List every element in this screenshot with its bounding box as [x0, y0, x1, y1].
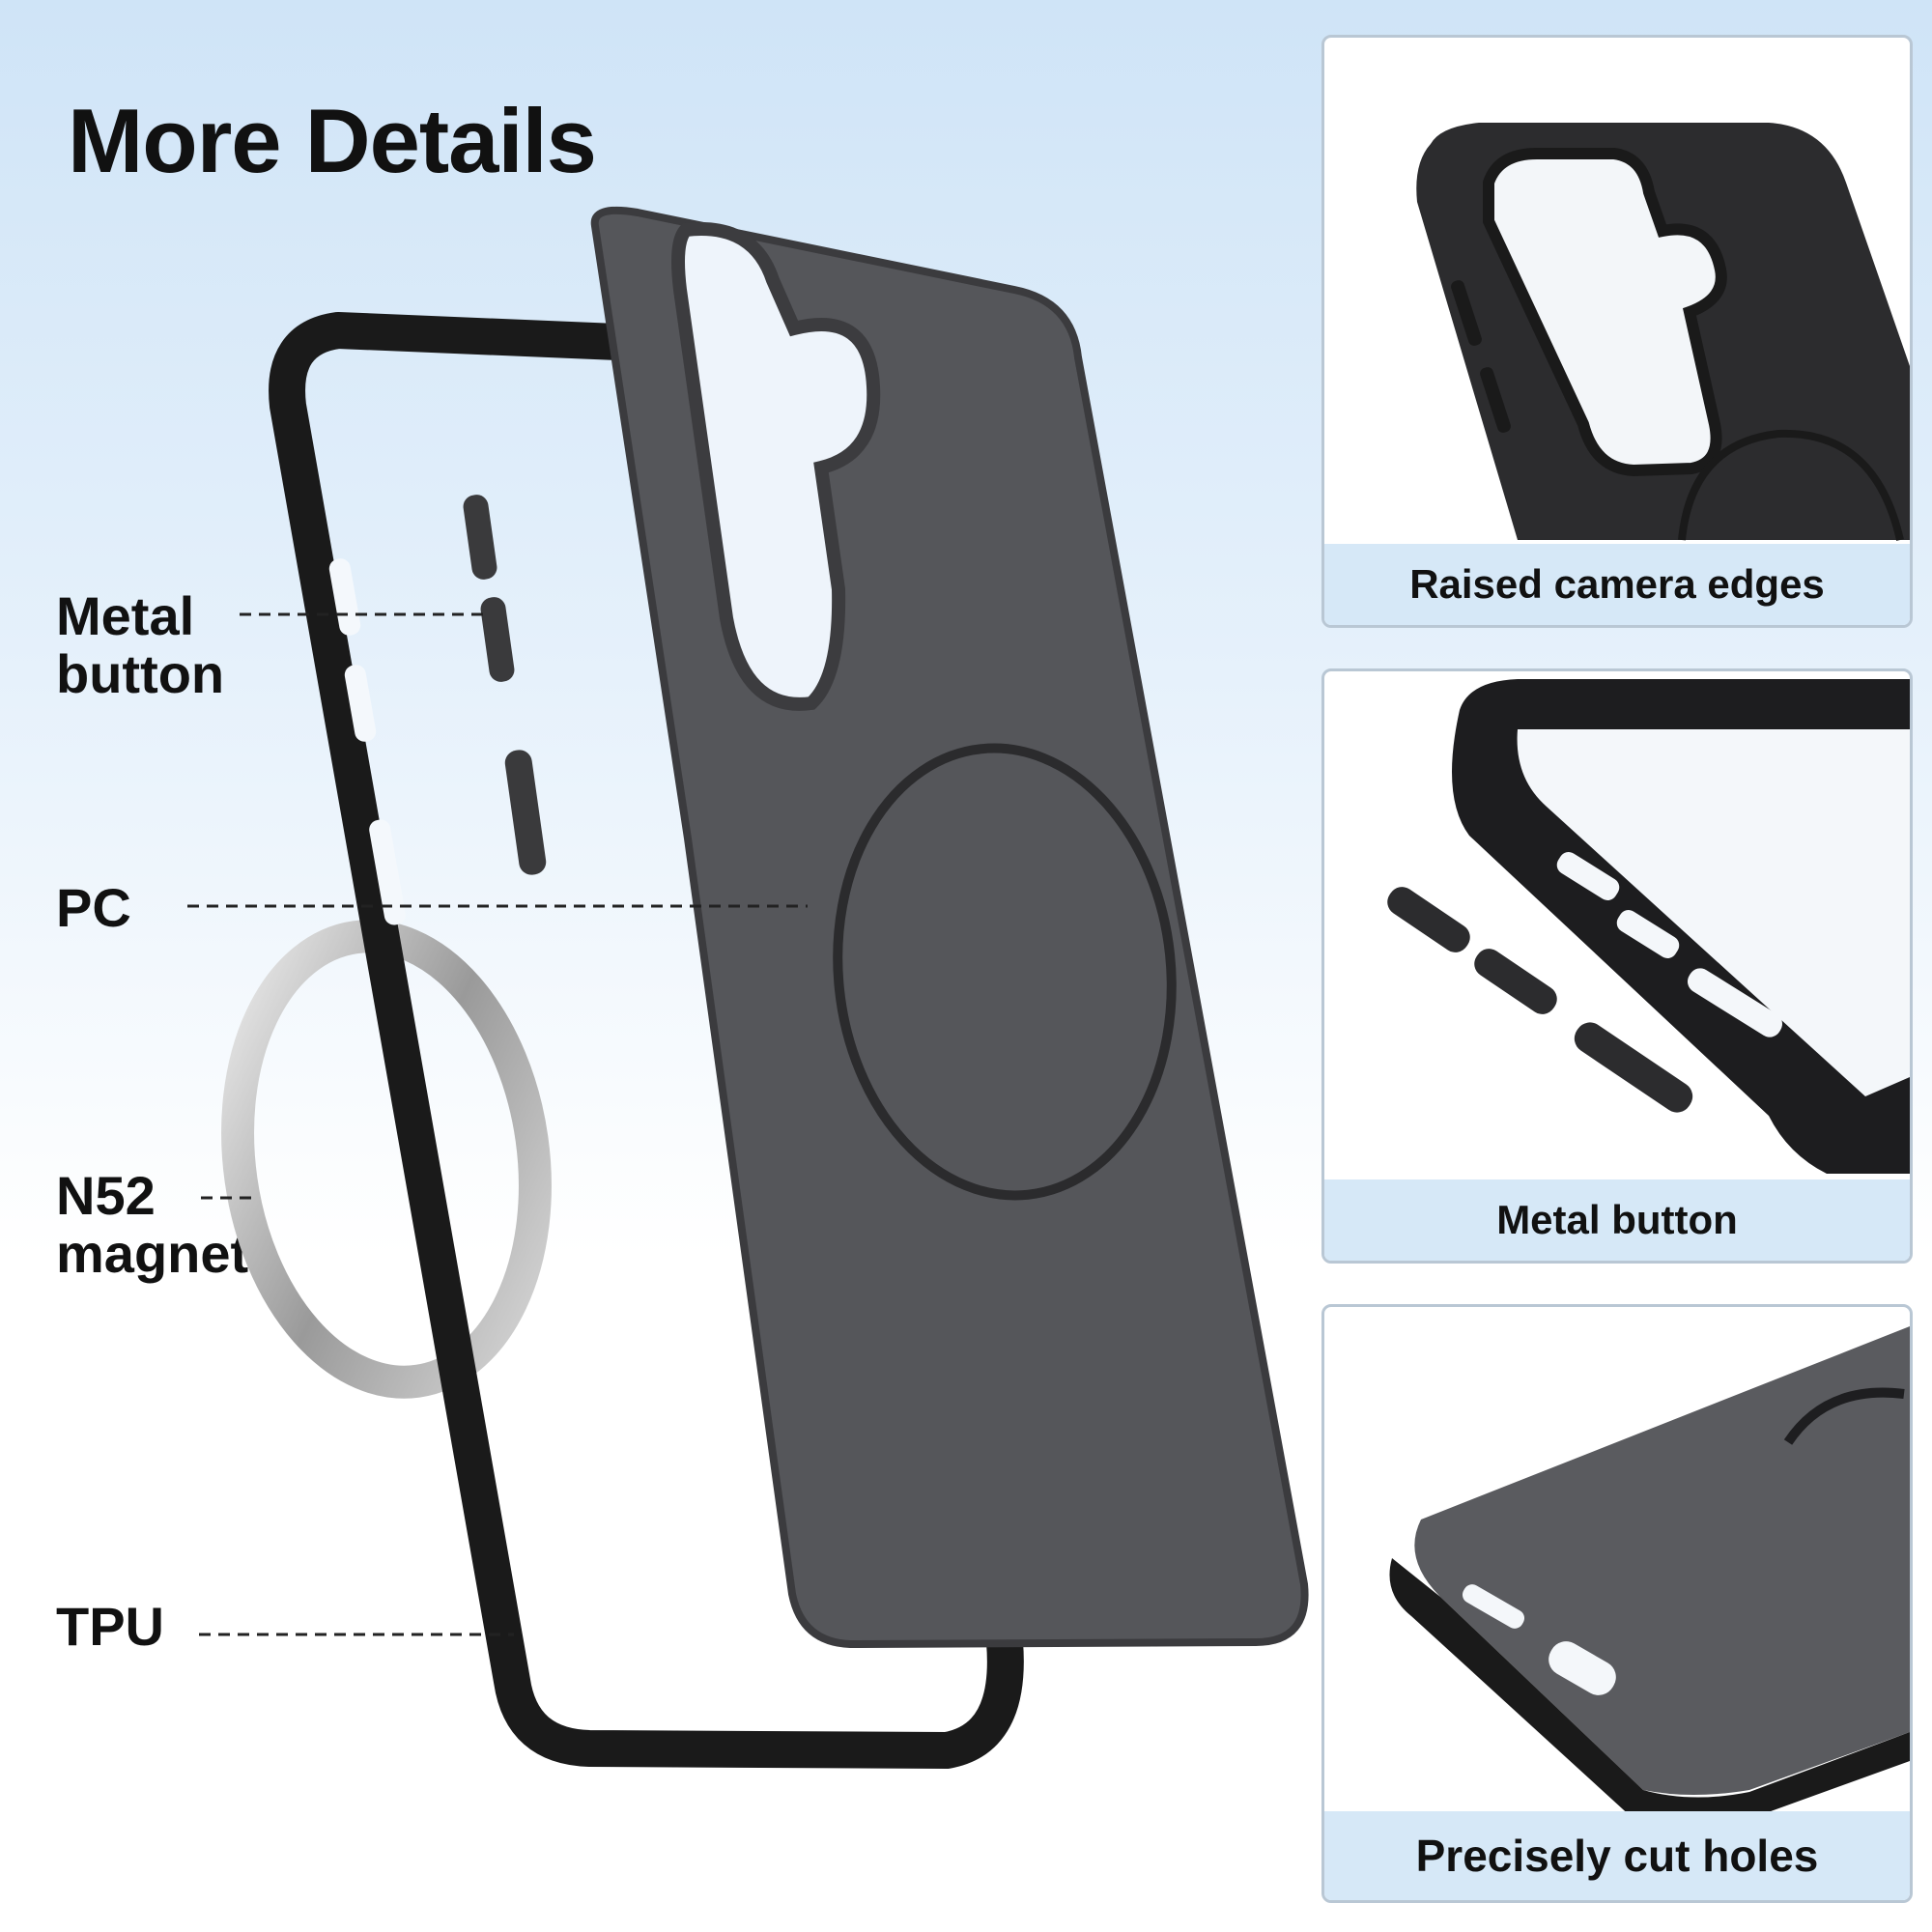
bumper-button-cutout — [344, 665, 377, 742]
caption-holes: Precisely cut holes — [1324, 1811, 1910, 1900]
metal-button-closeup — [1574, 1022, 1693, 1113]
magsafe-ring — [833, 743, 1177, 1201]
detail-panel-buttons: Metal button — [1321, 668, 1913, 1264]
button-hole — [1616, 910, 1680, 958]
button-hole — [1688, 968, 1782, 1037]
magsafe-ring-edge — [1783, 1387, 1905, 1445]
exploded-case-illustration — [187, 206, 1309, 1769]
metal-button-piece — [480, 597, 515, 682]
callout-tpu: TPU — [56, 1596, 164, 1657]
bumper-button-cutout — [328, 558, 361, 636]
buttons-closeup-illustration — [1387, 679, 1910, 1174]
case-bottom-face — [1414, 1326, 1910, 1795]
caption-buttons: Metal button — [1324, 1179, 1910, 1261]
callout-magnet: N52 magnet — [56, 1167, 248, 1283]
detail-panel-camera: Raised camera edges — [1321, 35, 1913, 628]
metal-button-closeup — [1387, 887, 1470, 952]
bumper-button-cutout — [369, 819, 406, 925]
magsafe-ring-closeup — [1678, 429, 1904, 541]
callout-metal-button-line2: button — [56, 643, 225, 704]
page-title: More Details — [68, 90, 597, 191]
callout-metal-button-line1: Metal — [56, 585, 195, 646]
charging-port-hole — [1548, 1641, 1616, 1695]
callout-pc: PC — [56, 877, 131, 938]
callout-metal-button: Metal button — [56, 587, 224, 703]
metal-button-closeup — [1474, 949, 1557, 1014]
holes-closeup-illustration — [1389, 1326, 1910, 1827]
metal-button-piece — [504, 750, 547, 875]
button-hole — [1556, 852, 1620, 900]
camera-cutout — [671, 222, 881, 711]
camera-cutout-closeup — [1483, 148, 1727, 477]
side-button-closeup — [1480, 367, 1511, 433]
caption-camera: Raised camera edges — [1324, 544, 1910, 625]
detail-panel-holes: Precisely cut holes — [1321, 1304, 1913, 1903]
metal-button-piece — [463, 495, 497, 580]
magnet-ring — [221, 920, 552, 1399]
callout-magnet-line2: magnet — [56, 1223, 249, 1284]
speaker-hole — [1462, 1584, 1525, 1629]
bumper-inner — [1517, 729, 1910, 1096]
callout-magnet-line1: N52 — [56, 1165, 156, 1226]
side-button-closeup — [1451, 280, 1482, 346]
camera-closeup-illustration — [1416, 123, 1910, 541]
